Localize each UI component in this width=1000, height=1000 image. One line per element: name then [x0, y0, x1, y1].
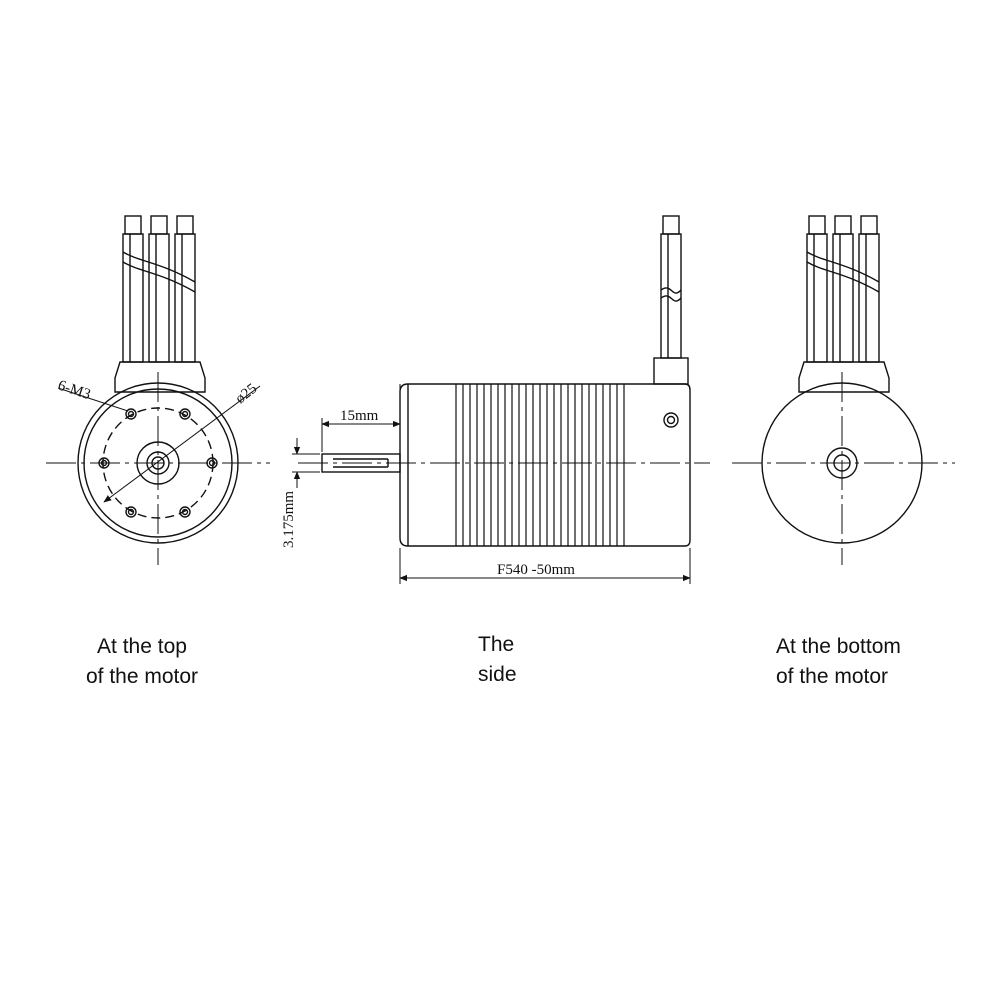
top-view-caption-line1: At the top [97, 635, 187, 658]
hole-label-leader [57, 387, 129, 412]
top-view-wire-cap [114, 361, 206, 393]
bottom-view-caption: At the bottom of the motor [776, 632, 926, 692]
bottom-view-caption-line2: of the motor [776, 665, 889, 688]
side-view-caption-line2: side [478, 663, 517, 686]
top-view-caption: At the top of the motor [76, 632, 208, 692]
side-view [292, 215, 710, 584]
hole-label: 6-M3 [56, 378, 93, 404]
shaft-diameter-label: 3.175mm [281, 491, 297, 548]
side-view-body [399, 383, 691, 547]
bottom-view-wire-cap [798, 361, 890, 393]
top-view [46, 215, 270, 565]
bottom-view-wires [806, 215, 880, 363]
shaft-length-label: 15mm [340, 408, 379, 424]
bottom-view [732, 215, 955, 565]
side-view-caption-line1: The [478, 633, 515, 656]
side-view-screw [663, 412, 679, 428]
side-view-caption: The side [478, 630, 538, 690]
top-view-wires [122, 215, 196, 363]
body-length-label: F540 -50mm [497, 562, 575, 578]
diameter-leader [103, 385, 261, 503]
bottom-view-caption-line1: At the bottom [776, 635, 901, 658]
top-view-caption-line2: of the motor [85, 665, 199, 688]
side-view-wire [653, 215, 689, 385]
side-view-cooling-fins [455, 384, 625, 546]
